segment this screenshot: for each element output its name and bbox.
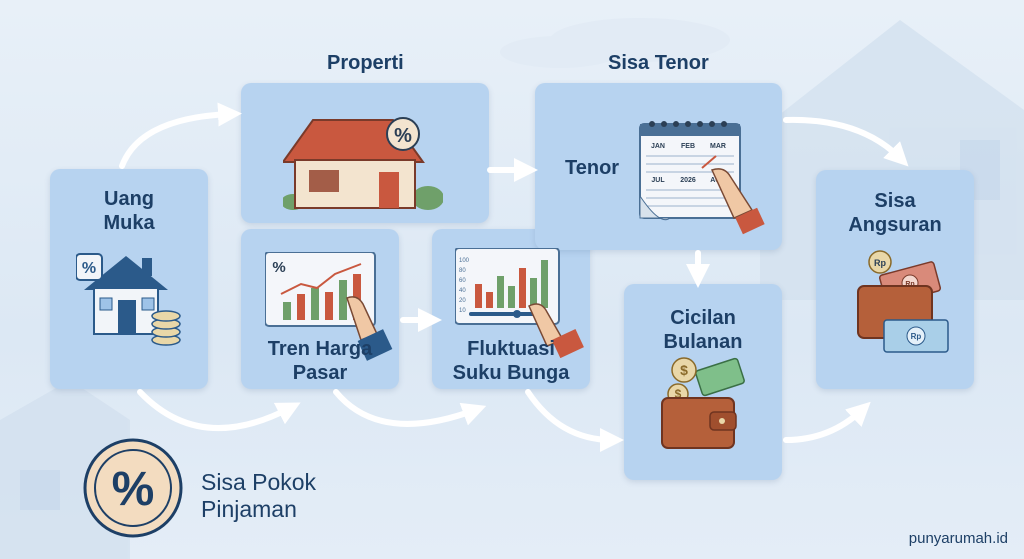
svg-text:60: 60 — [459, 278, 466, 284]
trend-chart-icon: % — [265, 252, 393, 361]
label-sisa-pokok: Sisa Pokok Pinjaman — [201, 469, 317, 522]
label-sisa-tenor: Sisa Tenor — [608, 52, 709, 74]
wallet-rupiah-icon: Rp Rp Rp — [857, 250, 949, 353]
bar-slider-chart-icon: 100 80 60 40 20 10 — [455, 248, 584, 358]
watermark: punyarumah.id — [908, 530, 1008, 547]
svg-text:10: 10 — [459, 308, 466, 314]
percent-badge-icon: % — [83, 438, 183, 538]
house-coins-icon: % — [76, 253, 181, 346]
svg-text:JAN: JAN — [651, 143, 665, 150]
svg-text:%: % — [272, 259, 285, 276]
svg-text:2026: 2026 — [680, 177, 696, 184]
svg-text:Rp: Rp — [905, 281, 914, 288]
wallet-cash-icon: $ $ — [661, 357, 745, 449]
label-sisa-angsuran: Sisa Angsuran — [848, 190, 942, 236]
svg-text:Rp: Rp — [874, 258, 886, 268]
svg-text:%: % — [112, 463, 155, 516]
svg-text:Rp: Rp — [911, 332, 922, 341]
label-tenor: Tenor — [565, 157, 620, 179]
svg-text:FEB: FEB — [681, 143, 695, 150]
house-percent-icon: % — [283, 117, 443, 210]
svg-text:$: $ — [680, 362, 688, 378]
svg-text:JUL: JUL — [651, 177, 665, 184]
svg-text:$: $ — [675, 387, 682, 401]
svg-text:%: % — [394, 125, 412, 147]
svg-text:80: 80 — [459, 268, 466, 274]
label-uang-muka: Uang Muka — [103, 188, 155, 234]
label-properti: Properti — [327, 52, 404, 74]
svg-text:20: 20 — [459, 298, 466, 304]
label-tren-harga: Tren Harga Pasar — [267, 338, 373, 384]
label-cicilan: Cicilan Bulanan — [663, 307, 743, 353]
svg-text:MAR: MAR — [710, 143, 726, 150]
calendar-icon: JAN FEB MAR JUL 2026 AUG — [639, 121, 765, 235]
svg-text:100: 100 — [459, 258, 470, 264]
svg-text:%: % — [82, 260, 96, 277]
svg-text:40: 40 — [459, 288, 466, 294]
label-fluktuasi: Fluktuasi Suku Bunga — [452, 338, 570, 384]
